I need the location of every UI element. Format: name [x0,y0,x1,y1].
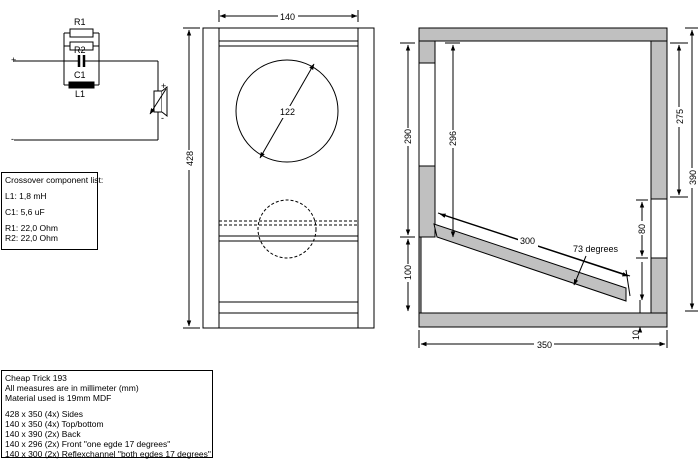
part-sides: 428 x 350 (4x) Sides [5,409,83,419]
build-units-note: All measures are in millimeter (mm) [5,383,139,393]
resistor-r1 [69,28,94,38]
part-back: 140 x 390 (2x) Back [5,429,81,439]
dim-290: 290 [403,129,413,144]
dim-100: 100 [403,265,413,280]
label-c1: C1 [74,70,86,80]
port-hidden [257,199,317,259]
dim-390: 390 [688,170,698,185]
part-front: 140 x 296 (2x) Front "one egde 17 degree… [5,439,171,449]
build-title: Cheap Trick 193 [5,373,67,383]
dim-driver-diameter: 122 [280,107,295,117]
inductor-l1 [68,81,95,89]
label-plus-left: + [11,55,16,65]
dim-296: 296 [448,131,458,146]
front-view [183,10,375,329]
dim-front-height: 428 [185,151,195,166]
dim-275: 275 [675,109,685,124]
component-r1: R1: 22,0 Ohm [5,223,58,233]
build-material-note: Material used is 19mm MDF [5,393,112,403]
label-plus-right: + [161,81,166,91]
crossover-schematic [14,28,168,141]
label-minus-right: - [161,113,164,123]
label-l1: L1 [75,89,85,99]
side-section-view [418,27,668,328]
component-c1: C1: 5,6 uF [5,207,45,217]
label-r1: R1 [74,17,86,27]
component-r2: R2: 22,0 Ohm [5,233,58,243]
dim-10: 10 [631,330,641,340]
label-minus-left: - [11,134,14,144]
component-list-heading: Crossover component list: [5,175,104,185]
build-info-box: Cheap Trick 193 All measures are in mill… [1,370,213,459]
dim-300: 300 [520,236,535,246]
dim-front-width: 140 [280,12,295,22]
label-r2: R2 [74,45,86,55]
part-reflex-channel: 140 x 300 (2x) Reflexchannel "both egdes… [5,449,211,459]
component-list-box: Crossover component list: L1: 1,8 mH C1:… [1,172,104,250]
dim-80: 80 [637,224,647,234]
dim-350: 350 [537,340,552,350]
part-top-bottom: 140 x 350 (4x) Top/bottom [5,419,104,429]
driver-cutout [235,59,339,163]
dim-73-degrees: 73 degrees [573,244,619,254]
component-l1: L1: 1,8 mH [5,191,47,201]
